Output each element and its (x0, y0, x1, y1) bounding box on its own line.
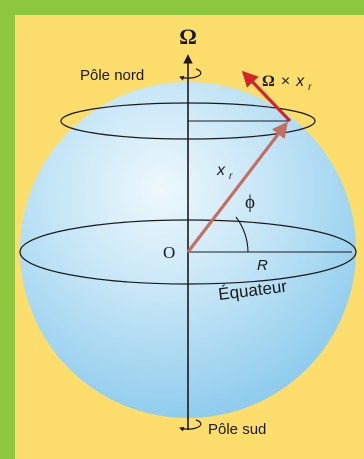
south-pole-label: Pôle sud (208, 421, 266, 438)
angle-arc (235, 216, 249, 253)
cross-product-label: Ω × x r (262, 73, 312, 93)
south-rotation-icon (179, 419, 202, 432)
angle-label: ϕ (245, 192, 255, 213)
north-rotation-icon (179, 68, 202, 81)
cross-product-vector-arrow (241, 70, 292, 123)
origin-label: O (163, 243, 175, 262)
radius-label: R (257, 257, 268, 274)
omega-axis-label: Ω (179, 24, 197, 49)
position-vector-label: x r (216, 162, 233, 182)
position-vector-arrow (186, 121, 288, 253)
north-pole-label: Pôle nord (80, 67, 144, 84)
